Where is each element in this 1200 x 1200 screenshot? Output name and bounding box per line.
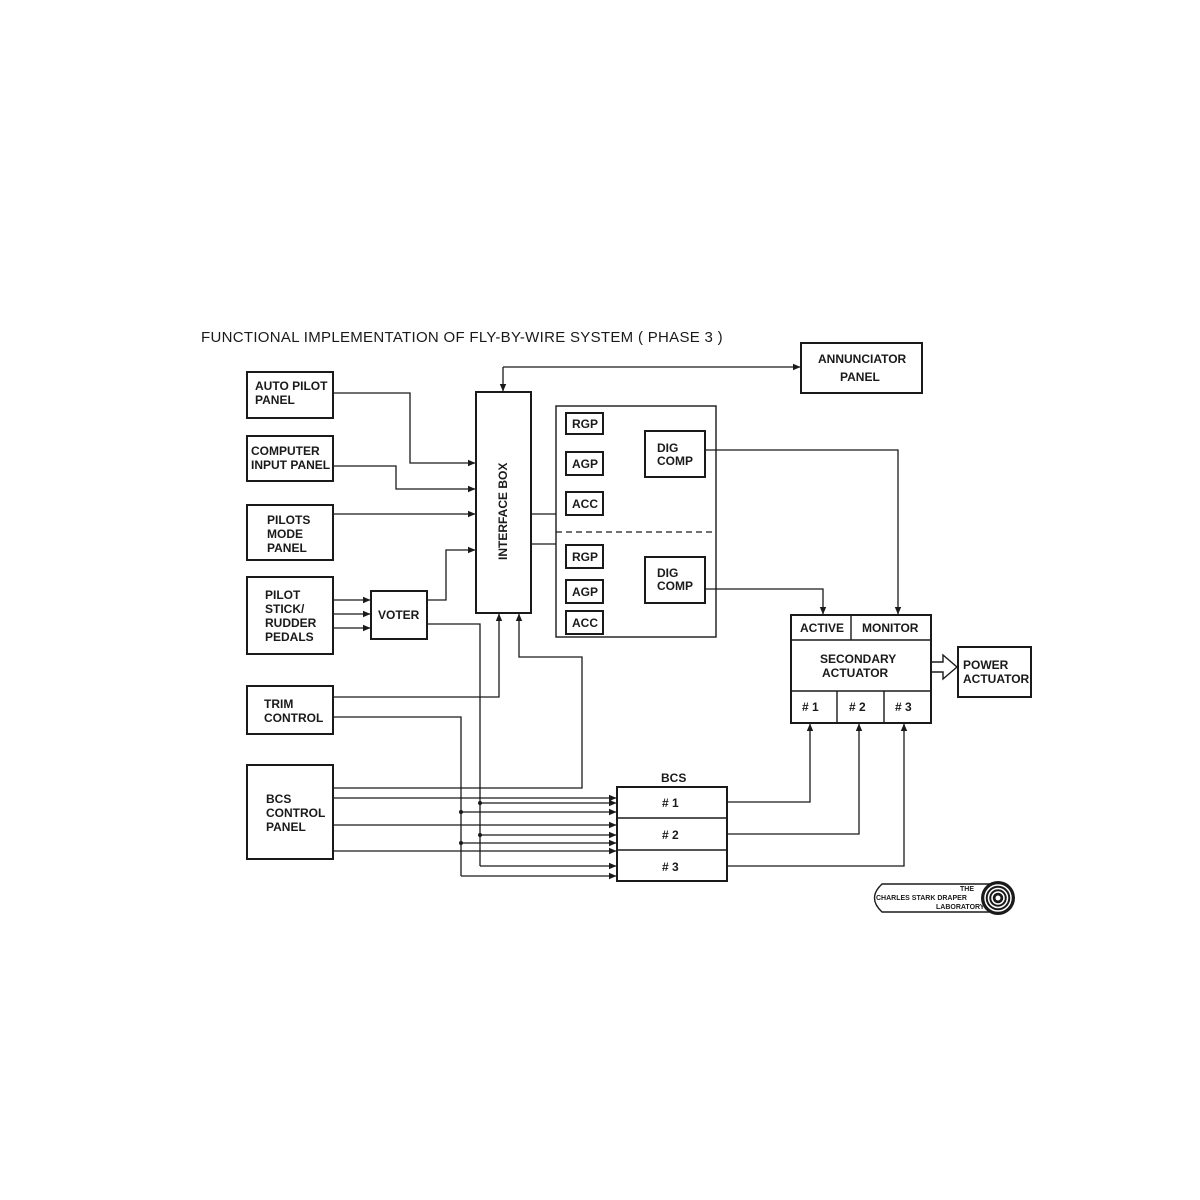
logo-line-2: CHARLES STARK DRAPER [876, 895, 967, 902]
agp-label-a: AGP [572, 457, 598, 471]
bcs-control-panel-label-3: PANEL [266, 820, 306, 834]
pilot-stick-label-2: STICK/ [265, 602, 305, 616]
sec-act-channel-1: # 1 [802, 700, 819, 714]
bcs-control-panel-block: BCS CONTROL PANEL [246, 764, 334, 860]
agp-label-b: AGP [572, 585, 598, 599]
rgp-label-b: RGP [572, 550, 598, 564]
computer-enclosure: RGP AGP ACC DIG COMP RGP AGP ACC DIG COM… [555, 405, 717, 638]
dig-comp-label-b-1: DIG [657, 566, 678, 580]
annunciator-panel-block: ANNUNCIATOR PANEL [800, 342, 923, 394]
computer-input-panel-label-2: INPUT PANEL [251, 458, 330, 472]
junction-dots [459, 801, 482, 845]
acc-label-a: ACC [572, 497, 598, 511]
connection-wires [333, 363, 908, 880]
secondary-actuator-label-1: SECONDARY [820, 652, 896, 666]
bcs-channel-2: # 2 [662, 828, 679, 842]
power-actuator-label-1: POWER [963, 658, 1009, 672]
secondary-actuator-block: ACTIVE MONITOR SECONDARY ACTUATOR # 1 # … [790, 614, 932, 724]
power-actuator-label-2: ACTUATOR [963, 672, 1030, 686]
logo-line-3: LABORATORY [936, 904, 985, 911]
pilot-stick-label-1: PILOT [265, 588, 301, 602]
interface-box-block: INTERFACE BOX [475, 391, 532, 614]
bcs-channel-3: # 3 [662, 860, 679, 874]
sec-act-channel-3: # 3 [895, 700, 912, 714]
pilots-mode-panel-label-1: PILOTS [267, 513, 310, 527]
monitor-label: MONITOR [862, 621, 919, 635]
dig-comp-label-b-2: COMP [657, 579, 693, 593]
target-emblem-icon [981, 881, 1015, 915]
voter-label: VOTER [378, 608, 420, 622]
power-actuator-block: POWER ACTUATOR [957, 646, 1032, 698]
computer-input-panel-block: COMPUTER INPUT PANEL [246, 435, 334, 482]
bcs-control-panel-label-1: BCS [266, 792, 291, 806]
auto-pilot-panel-label-1: AUTO PILOT [255, 379, 328, 393]
pilots-mode-panel-label-3: PANEL [267, 541, 307, 555]
pilot-stick-label-4: PEDALS [265, 630, 314, 644]
auto-pilot-panel-block: AUTO PILOT PANEL [246, 371, 334, 419]
rgp-label-a: RGP [572, 417, 598, 431]
bcs-channel-1: # 1 [662, 796, 679, 810]
dig-comp-label-a-1: DIG [657, 441, 678, 455]
trim-control-block: TRIM CONTROL [246, 685, 334, 735]
pilots-mode-panel-label-2: MODE [267, 527, 303, 541]
active-label: ACTIVE [800, 621, 844, 635]
logo-line-1: THE [960, 886, 974, 893]
power-flow-arrow [931, 653, 959, 681]
annunciator-panel-label-2: PANEL [840, 370, 880, 384]
diagram-title: FUNCTIONAL IMPLEMENTATION OF FLY-BY-WIRE… [201, 329, 723, 346]
pilot-stick-rudder-pedals-block: PILOT STICK/ RUDDER PEDALS [246, 576, 334, 655]
auto-pilot-panel-label-2: PANEL [255, 393, 295, 407]
computer-input-panel-label-1: COMPUTER [251, 444, 320, 458]
trim-control-label-2: CONTROL [264, 711, 323, 725]
annunciator-panel-label-1: ANNUNCIATOR [818, 352, 907, 366]
acc-label-b: ACC [572, 616, 598, 630]
sec-act-channel-2: # 2 [849, 700, 866, 714]
interface-box-label: INTERFACE BOX [496, 463, 510, 560]
bcs-block: BCS # 1 # 2 # 3 [616, 771, 728, 882]
secondary-actuator-label-2: ACTUATOR [822, 666, 889, 680]
pilots-mode-panel-block: PILOTS MODE PANEL [246, 504, 334, 561]
pilot-stick-label-3: RUDDER [265, 616, 317, 630]
draper-lab-logo: THE CHARLES STARK DRAPER LABORATORY [873, 881, 1015, 915]
dig-comp-label-a-2: COMP [657, 454, 693, 468]
voter-block: VOTER [370, 590, 428, 640]
bcs-label: BCS [661, 771, 686, 785]
trim-control-label-1: TRIM [264, 697, 293, 711]
bcs-control-panel-label-2: CONTROL [266, 806, 325, 820]
